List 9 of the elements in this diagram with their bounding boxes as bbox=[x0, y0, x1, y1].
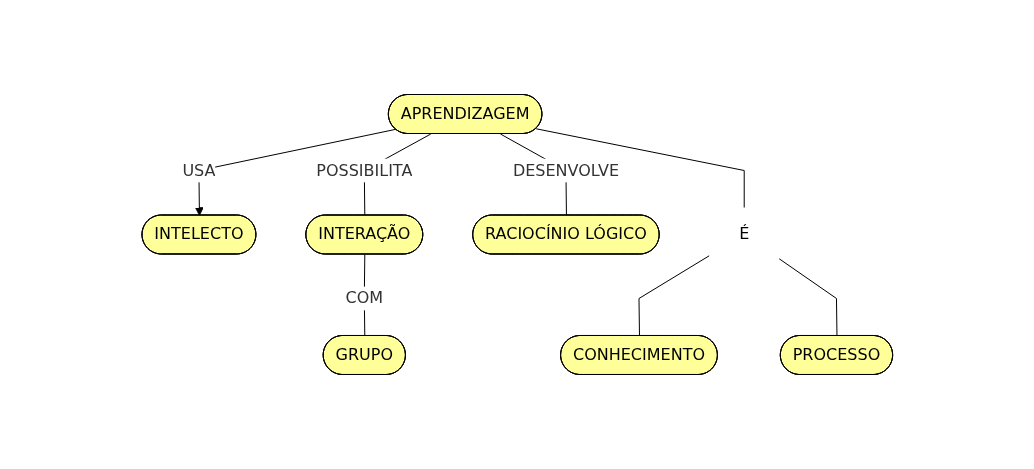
connector bbox=[638, 255, 710, 337]
edge-label: USA bbox=[182, 160, 216, 180]
node-text: É bbox=[738, 224, 749, 244]
connector bbox=[535, 128, 745, 208]
edge-label: POSSIBILITA bbox=[315, 160, 413, 180]
arrow bbox=[194, 128, 396, 216]
edge-label: DESENVOLVE bbox=[512, 160, 619, 180]
connector bbox=[778, 258, 838, 337]
edge-label: COM bbox=[345, 288, 383, 308]
